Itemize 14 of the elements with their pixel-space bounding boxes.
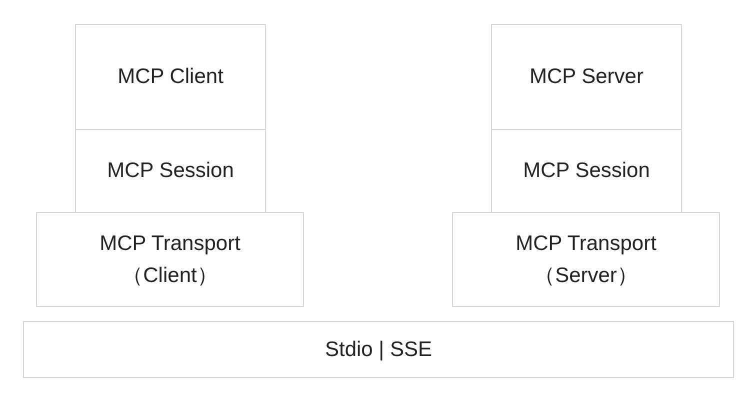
layer-box <box>75 24 266 130</box>
layer-box <box>452 212 720 307</box>
box-label: MCP Server <box>530 64 644 90</box>
box-label: MCP Client <box>118 64 224 90</box>
box-label: MCP Session <box>107 158 234 184</box>
layer-box <box>36 212 304 307</box>
box-label: Stdio | SSE <box>324 336 432 362</box>
box-label: MCP Transport （Client） <box>98 230 242 288</box>
box-label: MCP Transport （Server） <box>514 230 658 288</box>
layer-box <box>75 129 266 213</box>
layer-box <box>491 24 682 130</box>
layer-box <box>491 129 682 213</box>
box-label: MCP Session <box>523 158 650 184</box>
transport-bar <box>23 321 734 378</box>
